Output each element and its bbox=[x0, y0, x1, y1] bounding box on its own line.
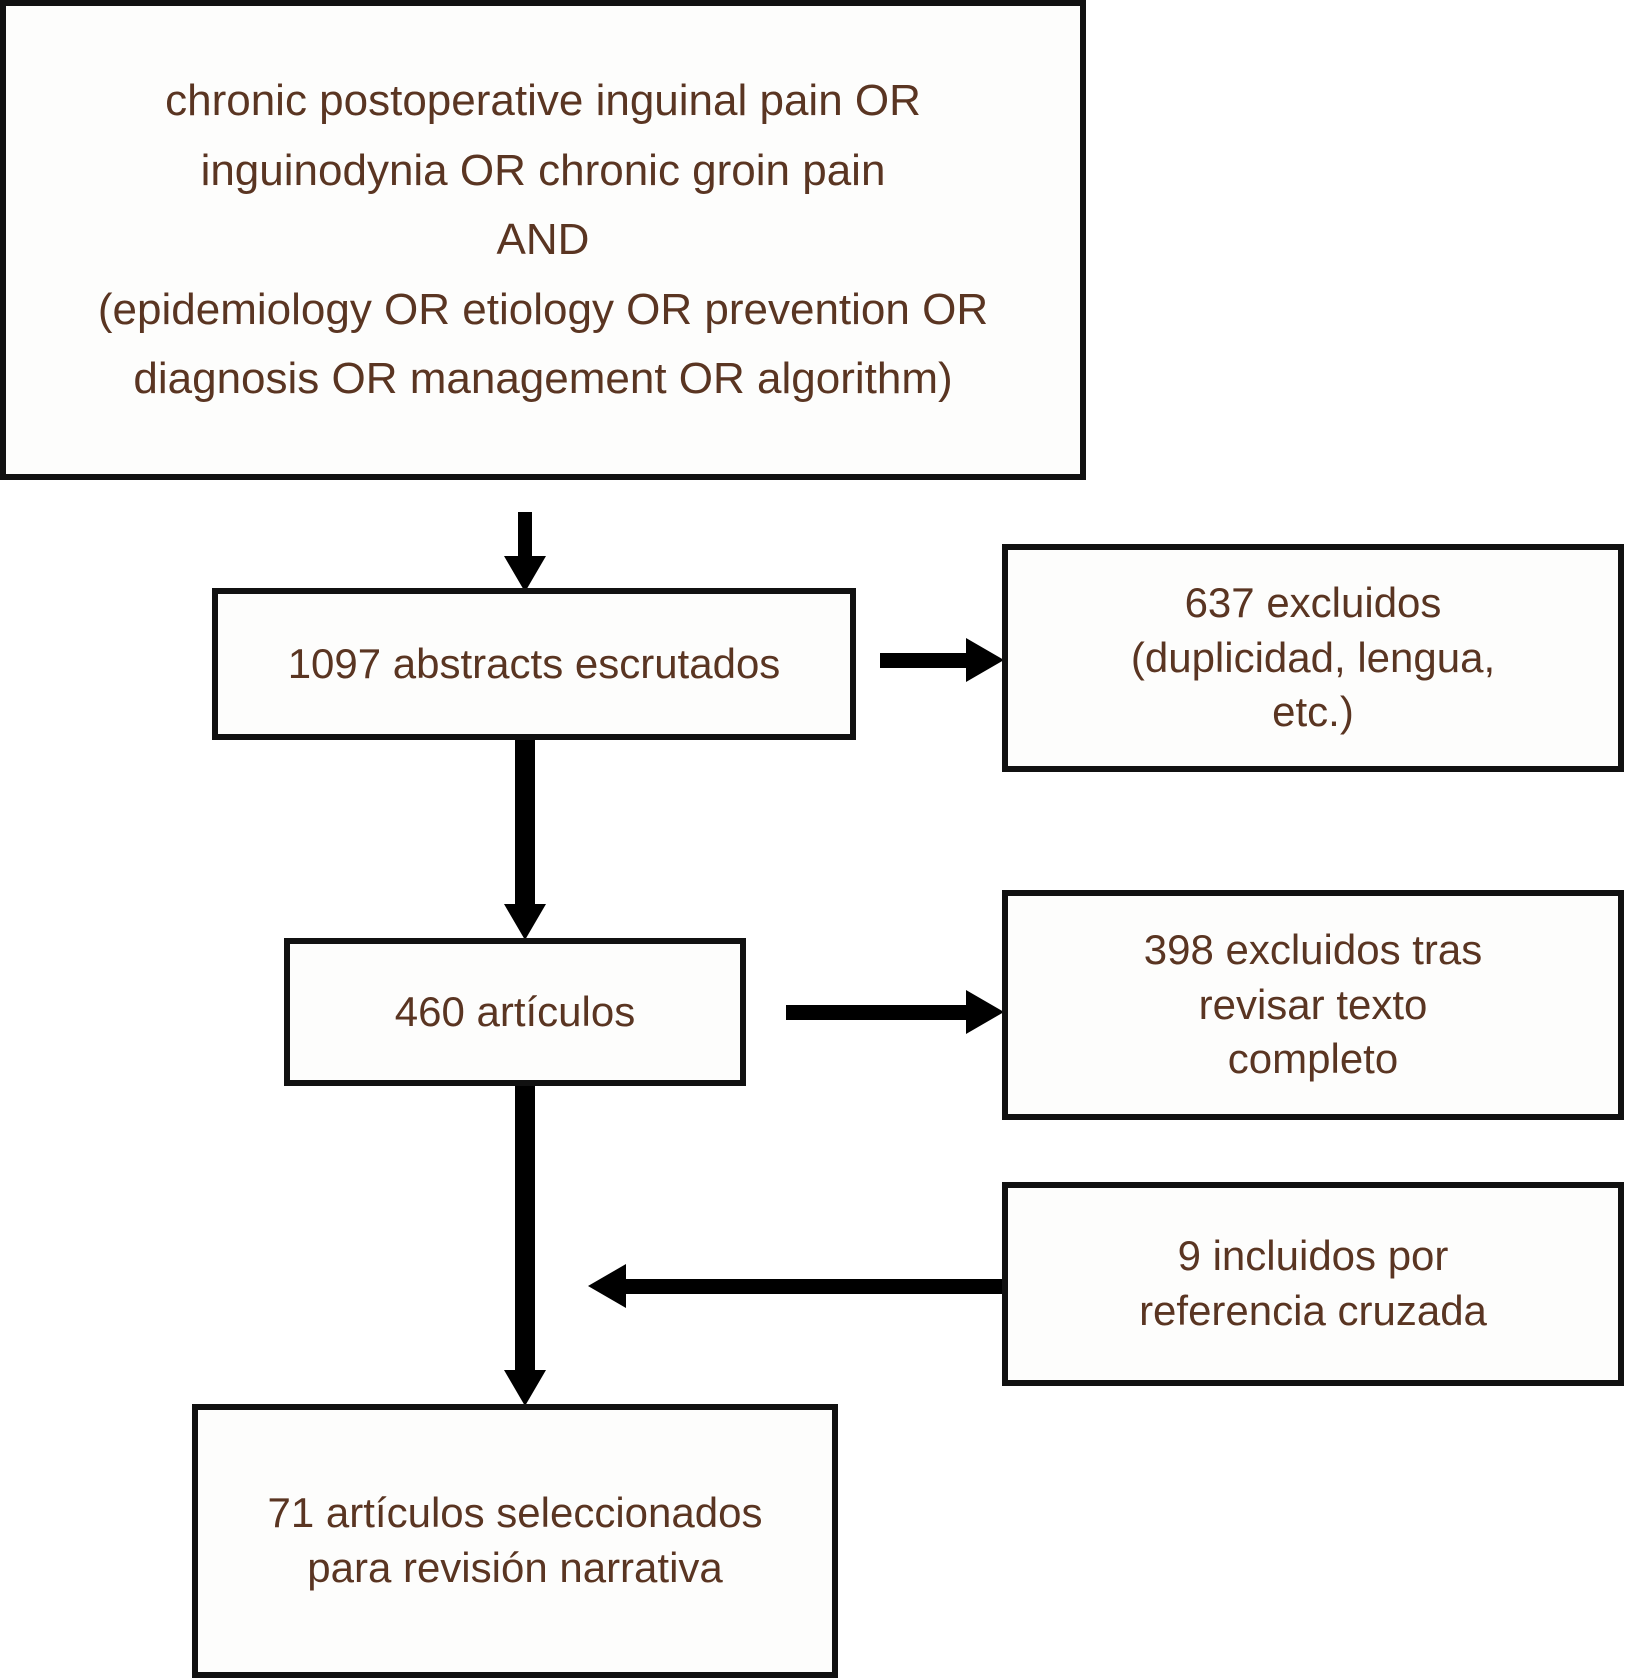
arrow-head-down-icon bbox=[504, 1370, 546, 1406]
arrow-shaft bbox=[880, 653, 970, 668]
arrow-head-down-icon bbox=[504, 904, 546, 940]
arrow-shaft bbox=[786, 1005, 970, 1020]
arrow-articles-to-excluded-fulltext bbox=[786, 988, 1004, 1036]
excluded-fulltext-text: 398 excluidos tras revisar texto complet… bbox=[1143, 926, 1483, 1083]
arrow-head-right-icon bbox=[966, 638, 1004, 682]
excluded-fulltext-box: 398 excluidos tras revisar texto complet… bbox=[1002, 890, 1624, 1120]
arrow-abstracts-to-articles bbox=[465, 740, 585, 940]
arrow-crossref-to-articles bbox=[588, 1262, 1002, 1310]
selected-articles-box: 71 artículos seleccionados para revisión… bbox=[192, 1404, 838, 1678]
excluded-duplicates-box: 637 excluidos (duplicidad, lengua, etc.) bbox=[1002, 544, 1624, 772]
search-query-box: chronic postoperative inguinal pain OR i… bbox=[0, 0, 1086, 480]
included-crossref-text: 9 incluidos por referencia cruzada bbox=[1139, 1232, 1487, 1334]
arrow-head-left-icon bbox=[588, 1264, 626, 1308]
arrow-shaft bbox=[518, 512, 532, 558]
arrow-shaft bbox=[515, 740, 535, 908]
arrow-shaft bbox=[622, 1279, 1002, 1294]
arrow-articles-to-selected bbox=[465, 1086, 585, 1406]
articles-text: 460 artículos bbox=[394, 987, 636, 1035]
arrow-head-right-icon bbox=[966, 990, 1004, 1034]
abstracts-screened-text: 1097 abstracts escrutados bbox=[287, 639, 781, 687]
abstracts-screened-box: 1097 abstracts escrutados bbox=[212, 588, 856, 740]
arrow-query-to-abstracts bbox=[465, 512, 585, 592]
arrow-head-down-icon bbox=[504, 556, 546, 592]
selected-articles-text: 71 artículos seleccionados para revisión… bbox=[267, 1489, 763, 1591]
excluded-duplicates-text: 637 excluidos (duplicidad, lengua, etc.) bbox=[1130, 579, 1496, 736]
articles-box: 460 artículos bbox=[284, 938, 746, 1086]
included-crossref-box: 9 incluidos por referencia cruzada bbox=[1002, 1182, 1624, 1386]
arrow-shaft bbox=[515, 1086, 535, 1374]
arrow-abstracts-to-excluded-duplicates bbox=[880, 636, 1004, 684]
search-query-text: chronic postoperative inguinal pain OR i… bbox=[97, 76, 989, 404]
